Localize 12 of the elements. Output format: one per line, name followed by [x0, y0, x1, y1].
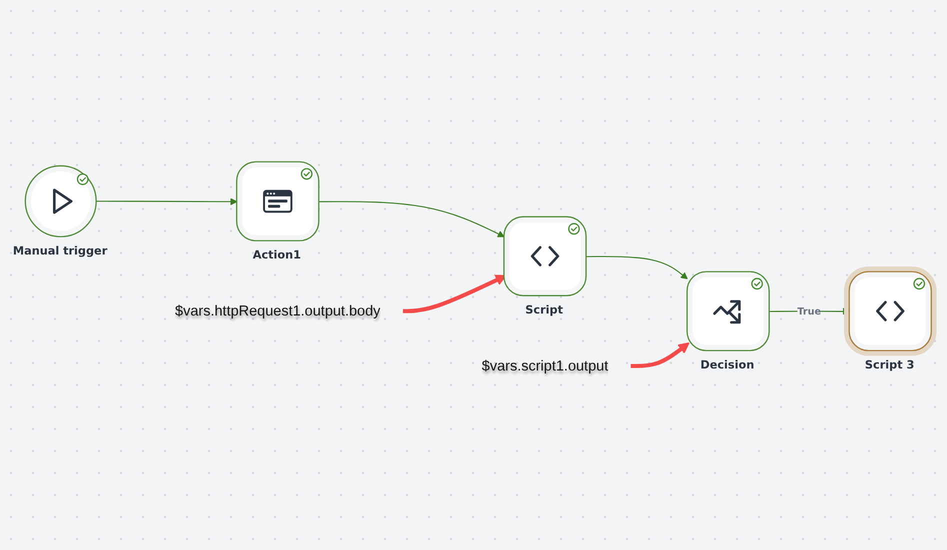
arrow	[630, 342, 690, 368]
node-label: Action1	[252, 248, 302, 262]
node-label: Script 3	[864, 358, 914, 372]
node-text: $vars.httpRequest1.output.body	[175, 302, 380, 319]
edge-label: True	[797, 305, 822, 317]
node-label: Manual trigger	[12, 244, 108, 258]
node-label: Script	[525, 304, 563, 317]
arrow	[319, 201, 505, 238]
arrow	[96, 198, 238, 206]
node-label: Decision	[700, 358, 754, 372]
node-text: $vars.script1.output	[482, 358, 608, 374]
arrow	[586, 256, 688, 280]
